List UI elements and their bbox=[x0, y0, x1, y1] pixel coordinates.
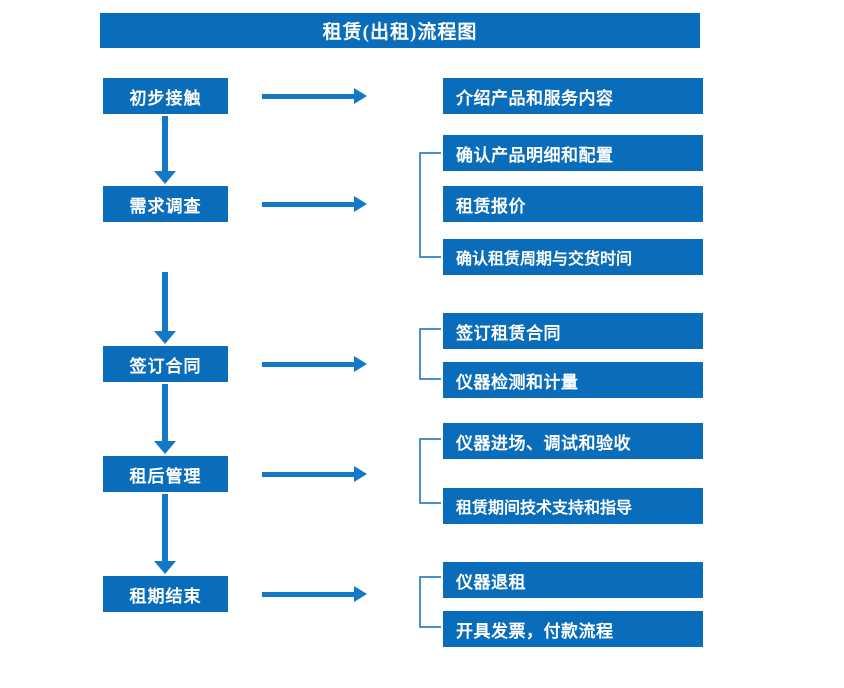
right-arrow-icon-4 bbox=[262, 466, 367, 482]
group-bracket-3 bbox=[419, 328, 441, 380]
right-arrow-icon-3 bbox=[262, 356, 367, 372]
detail-box-g1-1[interactable]: 介绍产品和服务内容 bbox=[443, 78, 703, 114]
group-bracket-4 bbox=[419, 438, 441, 504]
stage-box-4[interactable]: 租后管理 bbox=[103, 456, 228, 492]
right-arrow-icon-1 bbox=[262, 88, 367, 104]
stage-box-2[interactable]: 需求调查 bbox=[103, 186, 228, 222]
down-arrow-icon-2 bbox=[154, 272, 176, 344]
detail-box-g2-1[interactable]: 确认产品明细和配置 bbox=[443, 135, 703, 171]
down-arrow-icon-3 bbox=[154, 384, 176, 454]
detail-box-g5-1[interactable]: 仪器退租 bbox=[443, 562, 703, 598]
right-arrow-icon-2 bbox=[262, 196, 367, 212]
detail-box-g4-2[interactable]: 租赁期间技术支持和指导 bbox=[443, 488, 703, 524]
detail-box-g4-1[interactable]: 仪器进场、调试和验收 bbox=[443, 423, 703, 459]
right-arrow-icon-5 bbox=[262, 586, 367, 602]
group-bracket-5 bbox=[419, 576, 441, 628]
detail-box-g3-2[interactable]: 仪器检测和计量 bbox=[443, 362, 703, 398]
page-title: 租赁(出租)流程图 bbox=[100, 13, 700, 48]
down-arrow-icon-4 bbox=[154, 494, 176, 574]
detail-box-g2-3[interactable]: 确认租赁周期与交货时间 bbox=[443, 239, 703, 275]
stage-box-3[interactable]: 签订合同 bbox=[103, 346, 228, 382]
group-bracket-2 bbox=[419, 152, 441, 258]
detail-box-g2-2[interactable]: 租赁报价 bbox=[443, 186, 703, 222]
detail-box-g5-2[interactable]: 开具发票，付款流程 bbox=[443, 611, 703, 647]
stage-box-5[interactable]: 租期结束 bbox=[103, 576, 228, 612]
stage-box-1[interactable]: 初步接触 bbox=[103, 78, 228, 114]
detail-box-g3-1[interactable]: 签订租赁合同 bbox=[443, 313, 703, 349]
down-arrow-icon-1 bbox=[154, 116, 176, 184]
